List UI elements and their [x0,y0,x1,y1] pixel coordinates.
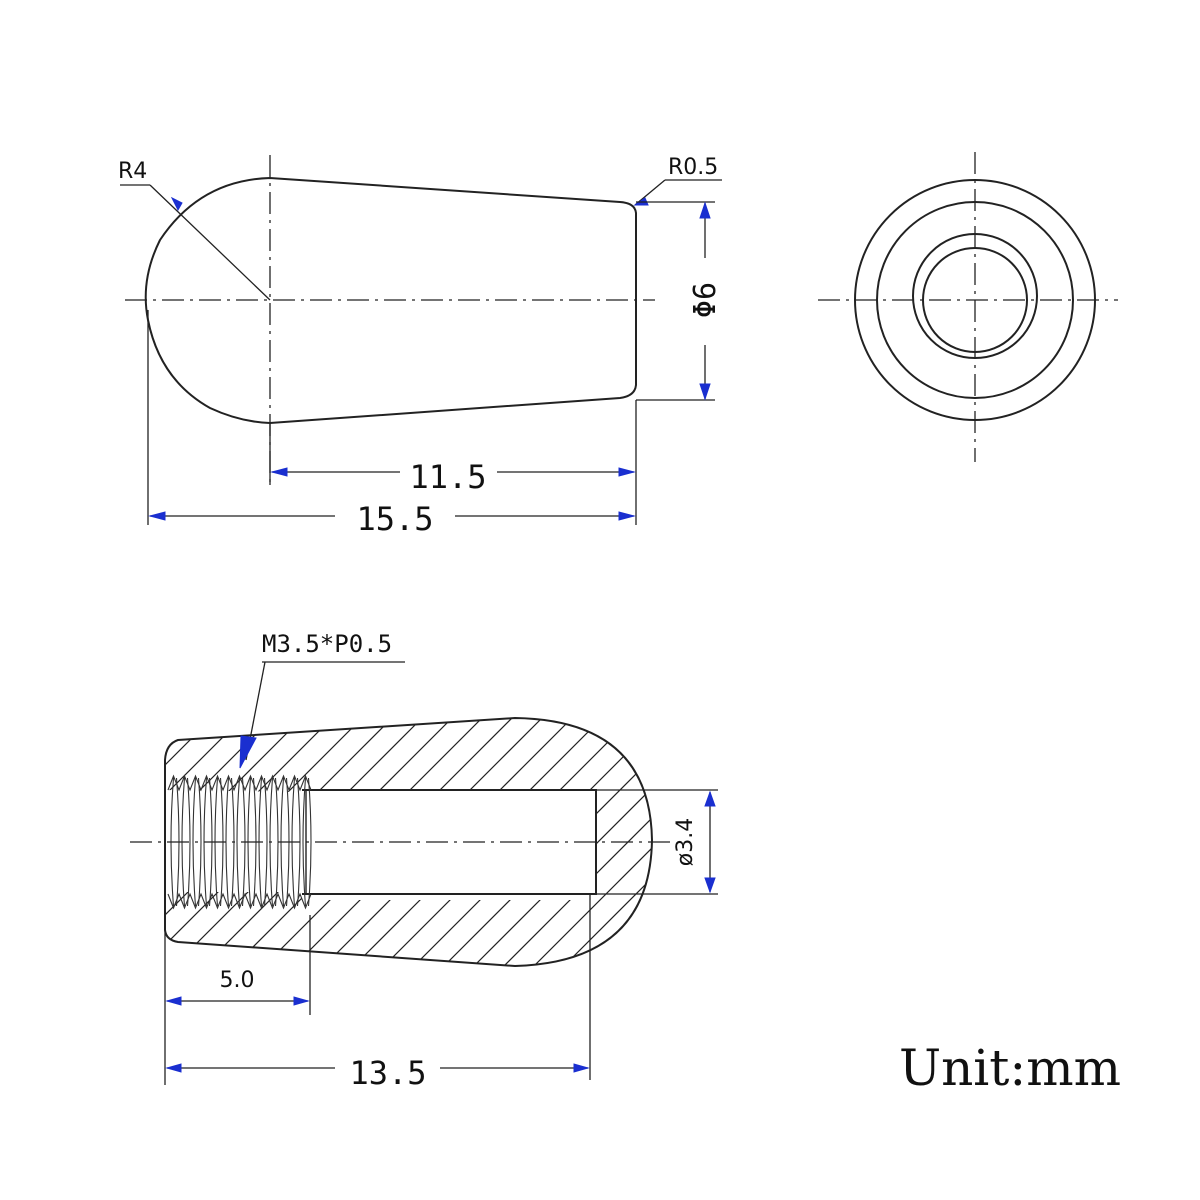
unit-label: Unit:mm [899,1039,1121,1097]
section-view: M3.5*P0.5 5.0 13.5 ø3.4 [130,630,718,1092]
thread-spec-label: M3.5*P0.5 [262,630,392,658]
side-view-outline [144,176,637,425]
side-view: R4 R0.5 Φ6 11.5 15.5 [118,155,723,538]
dim-15-5-arrow-left [148,511,166,521]
end-view [818,152,1118,462]
radius-edge-label: R0.5 [668,155,718,180]
phi6-arrow-top [699,201,711,219]
diameter-label: Φ6 [688,282,723,318]
thread-depth-label: 5.0 [220,968,255,993]
radius-tip-label: R4 [118,159,147,184]
thread-depth-arrow-left [165,996,182,1006]
thread-depth-arrow-right [293,996,310,1006]
dim-15-5-arrow-right [618,511,636,521]
bore-length-label: 13.5 [349,1054,426,1092]
bore-diameter-label: ø3.4 [673,818,698,866]
section-outline [164,716,654,968]
dim-11-5-arrow-left [270,467,288,477]
bore-dim-arrow-top [704,790,716,807]
section-hatching [165,718,652,966]
bore-length-arrow-right [573,1063,590,1073]
length-total-label: 15.5 [356,500,433,538]
length-body-label: 11.5 [409,458,486,496]
thread-leader-arrow [239,735,257,769]
phi6-arrow-bottom [699,383,711,401]
r4-arrow [170,196,183,212]
bore-length-arrow-left [165,1063,182,1073]
bore-dim-arrow-bottom [704,877,716,894]
dim-11-5-arrow-right [618,467,636,477]
